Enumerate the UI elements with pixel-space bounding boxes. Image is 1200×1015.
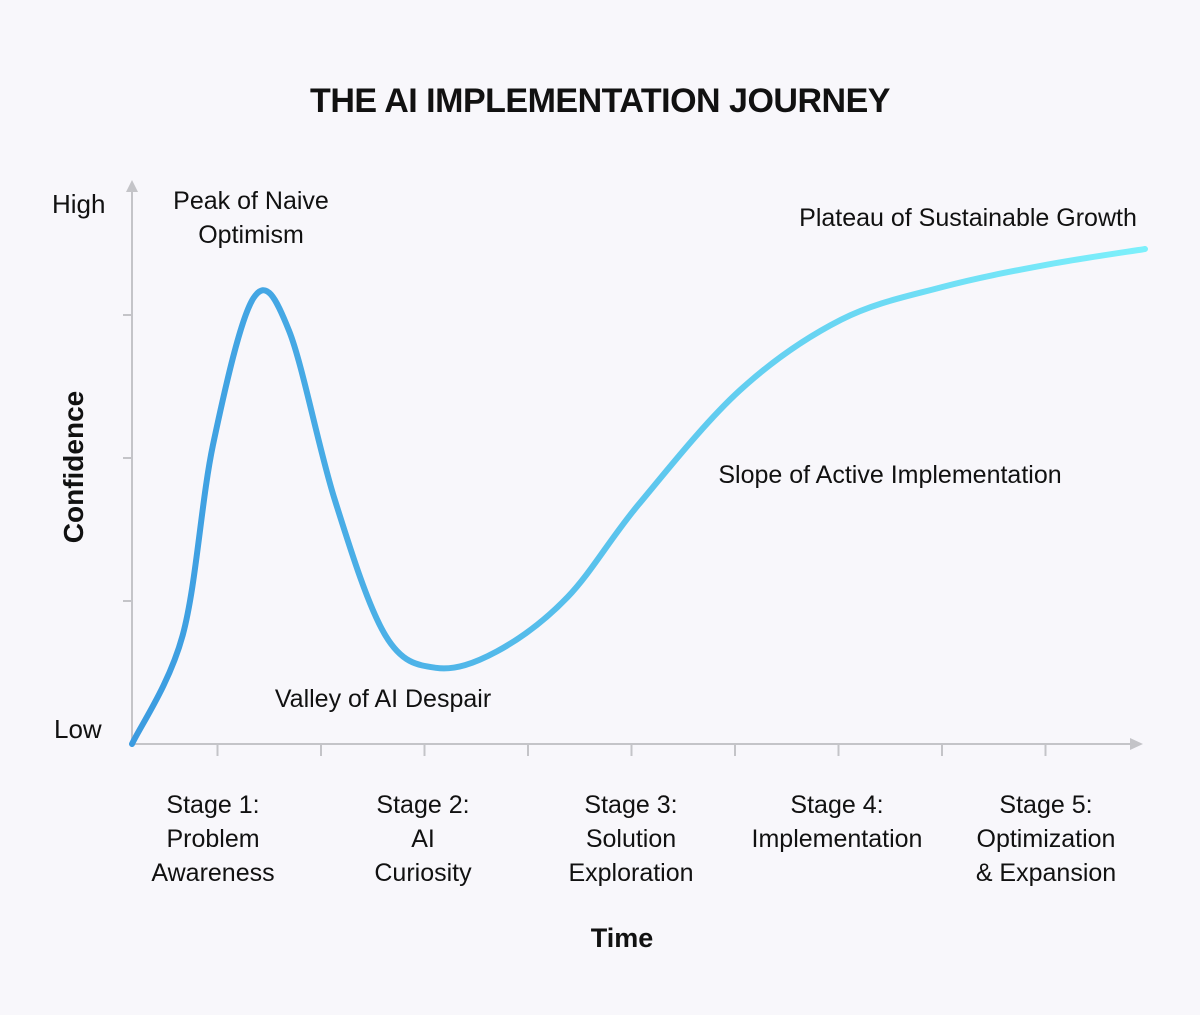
stage-label-4: Stage 4:Implementation <box>752 791 923 853</box>
annotation-slope: Slope of Active Implementation <box>718 461 1061 489</box>
confidence-curve <box>129 246 1148 747</box>
y-tick-label-high: High <box>52 189 105 219</box>
y-axis-arrow <box>126 180 138 192</box>
y-tick-label-low: Low <box>54 714 102 744</box>
x-ticks <box>216 744 1047 756</box>
x-axis-label: Time <box>591 923 654 953</box>
y-axis-label: Confidence <box>58 391 89 543</box>
chart-title: THE AI IMPLEMENTATION JOURNEY <box>310 82 891 120</box>
x-axis-arrow <box>1130 738 1143 750</box>
annotation-valley: Valley of AI Despair <box>275 685 491 713</box>
stage-label-5: Stage 5:Optimization& Expansion <box>976 791 1116 887</box>
annotation-plateau: Plateau of Sustainable Growth <box>799 204 1137 232</box>
y-ticks <box>123 314 132 602</box>
